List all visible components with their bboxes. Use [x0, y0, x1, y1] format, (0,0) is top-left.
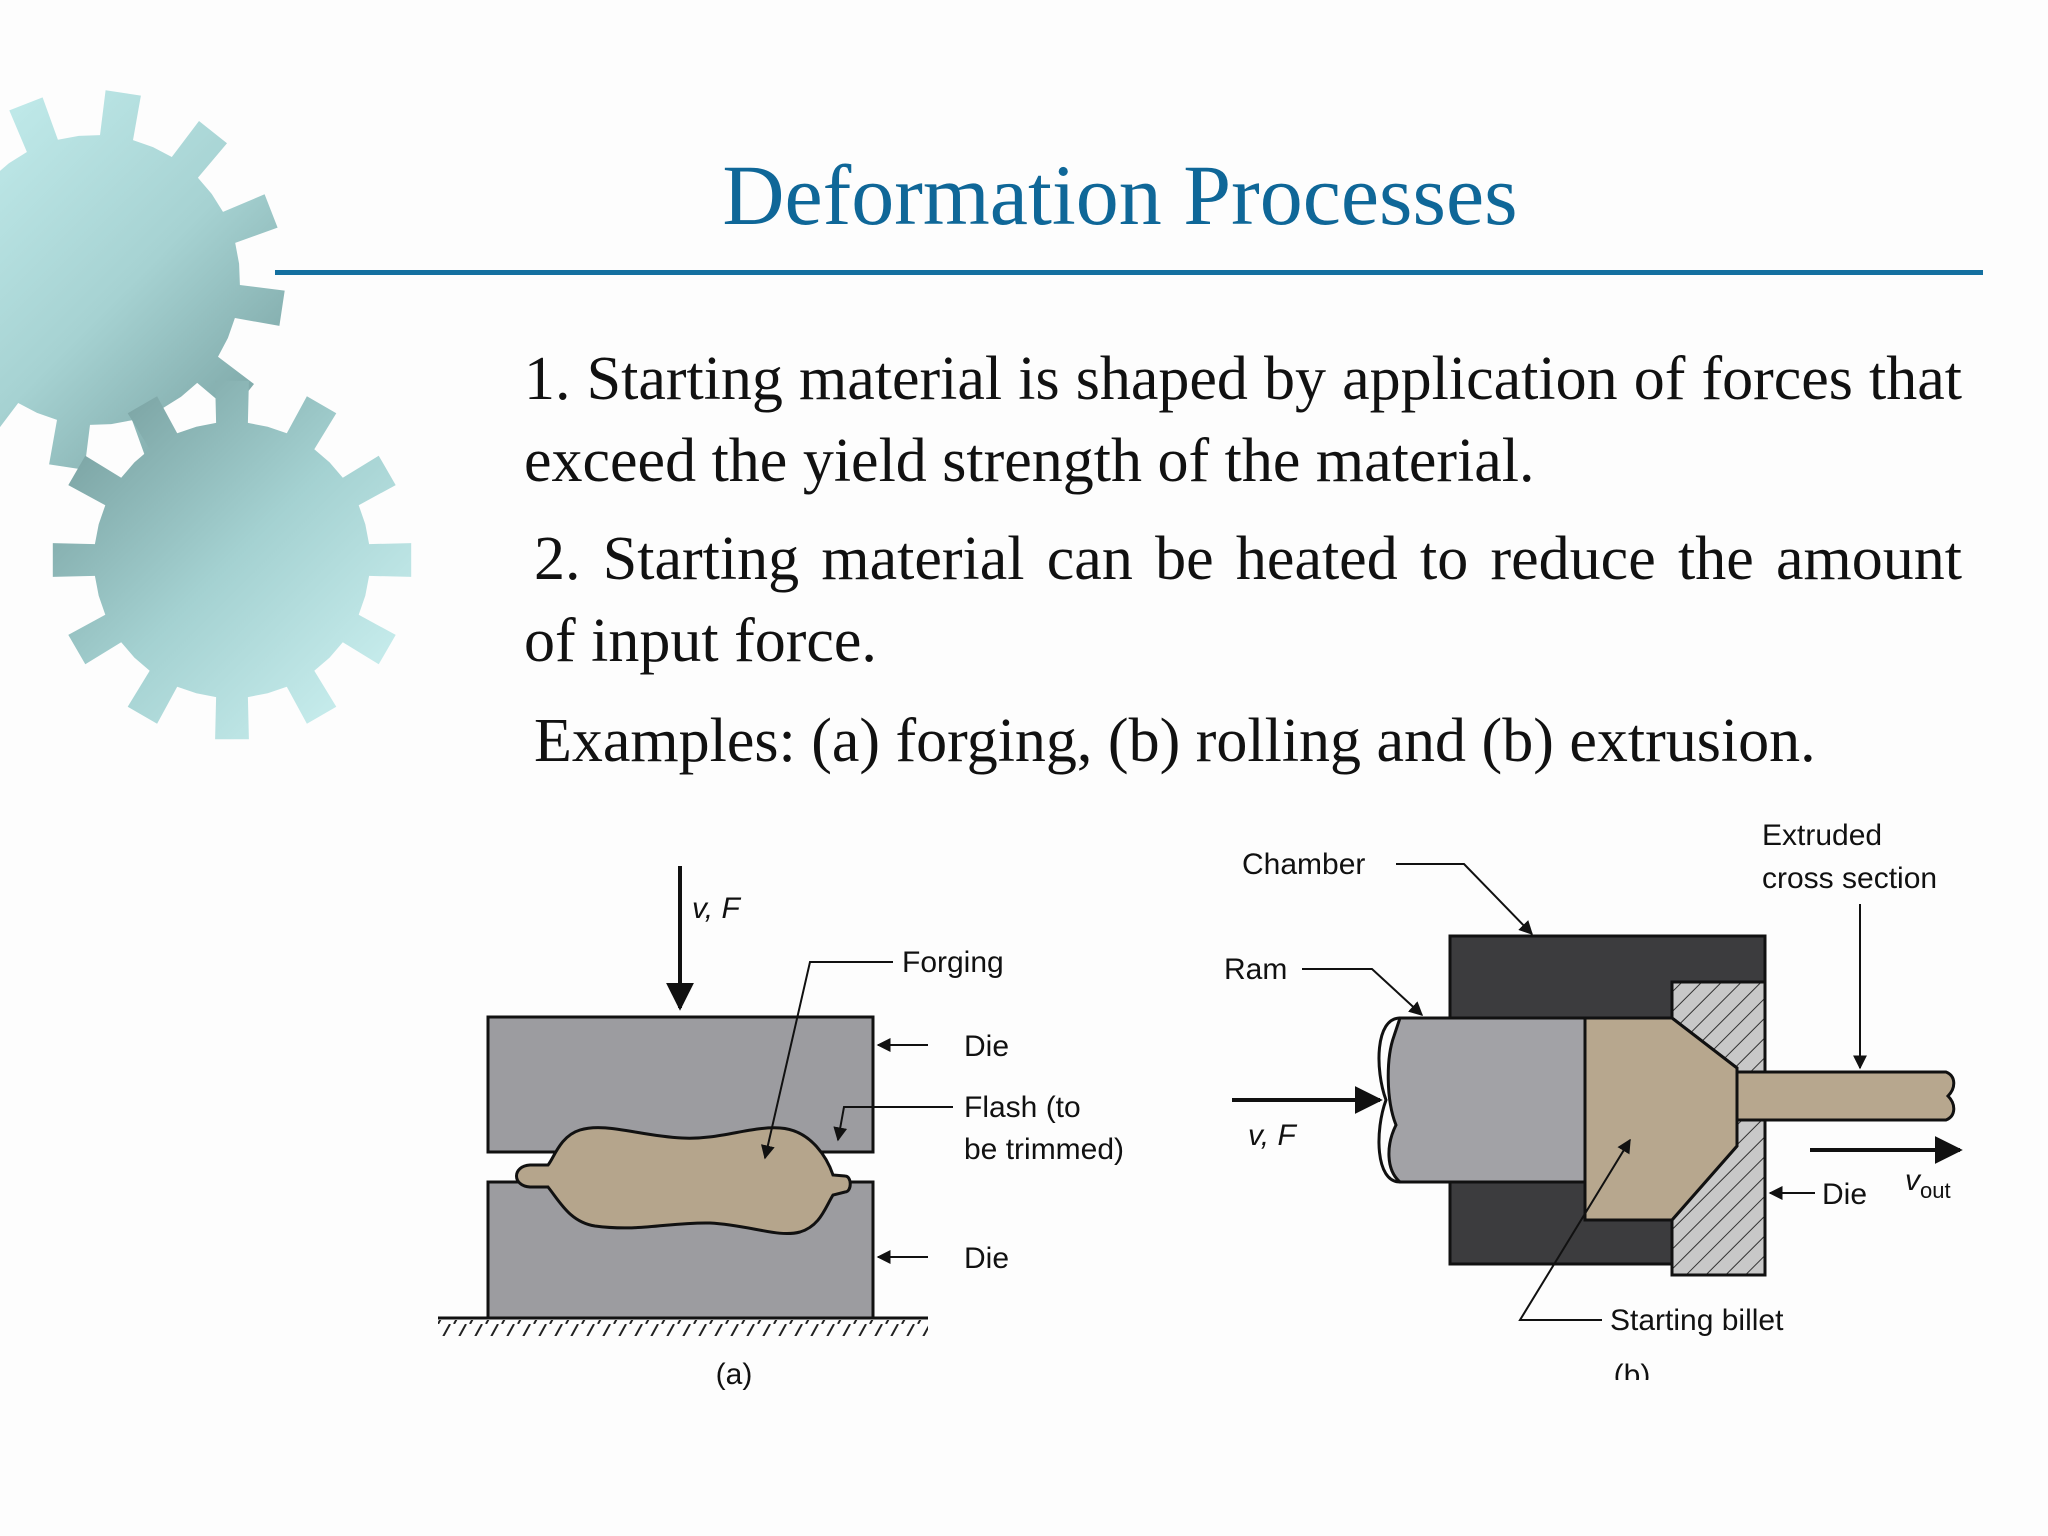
vout-label: vout — [1905, 1164, 1951, 1203]
ram-label: Ram — [1224, 953, 1287, 986]
gear-icon — [52, 380, 412, 740]
chamber-leader — [1396, 863, 1533, 936]
vout-subscript: out — [1920, 1178, 1951, 1203]
ram-end — [1377, 1016, 1401, 1184]
extruded-label-line2: cross section — [1762, 862, 1937, 895]
flash-leader — [833, 1106, 953, 1142]
forging-leader — [760, 961, 893, 1160]
flash-label-line2: be trimmed) — [964, 1133, 1124, 1166]
slide-title: Deformation Processes — [722, 147, 1518, 243]
die-bottom-label: Die — [964, 1242, 1009, 1275]
forging-diagram: v, F Forging Die Flash (to be trimmed) D… — [438, 866, 1124, 1391]
billet-label: Starting billet — [1610, 1304, 1784, 1337]
billet-leader — [1518, 1138, 1631, 1321]
examples-line: Examples: (a) forging, (b) rolling and (… — [534, 707, 1816, 775]
title-divider — [275, 270, 1983, 275]
force-label: v, F — [692, 892, 741, 925]
gear-icon — [0, 90, 285, 470]
extrusion-diagram: v, F Chamber Ram Extruded cross section … — [1224, 819, 1963, 1380]
figure-a-caption: (a) — [716, 1358, 753, 1391]
chamber-label: Chamber — [1242, 848, 1365, 881]
figure-b-caption: (b) — [1614, 1359, 1651, 1380]
bullet-point-1: 1. Starting material is shaped by applic… — [524, 345, 1962, 495]
starting-billet — [1583, 1016, 1739, 1222]
upper-die — [486, 1015, 875, 1154]
extruded-rod — [1735, 1070, 1956, 1122]
force-label: v, F — [1248, 1119, 1297, 1152]
die-top-label: Die — [964, 1030, 1009, 1063]
ram-leader — [1302, 968, 1424, 1016]
extruded-label-line1: Extruded — [1762, 819, 1882, 852]
bullet-point-2: 2. Starting material can be heated to re… — [524, 525, 1962, 675]
ground-hatch — [438, 1320, 928, 1336]
ram — [1386, 1016, 1587, 1184]
forging-label: Forging — [902, 946, 1004, 979]
flash-label-line1: Flash (to — [964, 1091, 1081, 1124]
gears-decoration — [0, 90, 412, 740]
die-label: Die — [1822, 1178, 1867, 1211]
